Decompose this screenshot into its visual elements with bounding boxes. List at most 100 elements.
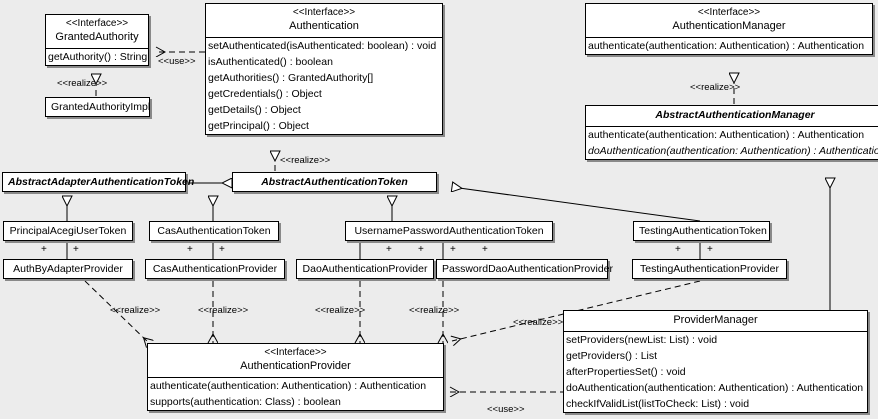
edge-label-realize-abstract-authentication-token: <<realize>> xyxy=(280,155,331,166)
class-authentication-provider[interactable]: <<Interface>> AuthenticationProvider aut… xyxy=(147,343,444,411)
class-header: <<Interface>> Authentication xyxy=(206,4,442,38)
class-member: setAuthenticated(isAuthenticated: boolea… xyxy=(208,40,437,52)
stereotype-label: <<Interface>> xyxy=(697,7,761,18)
class-name: GrantedAuthorityImpl xyxy=(51,101,151,113)
class-name: PasswordDaoAuthenticationProvider xyxy=(442,263,614,275)
edge-testingauthenticationprovider-realizes-authenticationprovider xyxy=(452,280,701,341)
class-members: getAuthority() : String xyxy=(46,49,148,65)
class-members: authenticate(authentication: Authenticat… xyxy=(148,378,443,410)
class-members: setAuthenticated(isAuthenticated: boolea… xyxy=(206,38,442,134)
class-member: isAuthenticated() : boolean xyxy=(208,56,333,68)
class-member: getAuthority() : String xyxy=(48,51,148,63)
class-name: Authentication xyxy=(289,20,359,32)
class-member: doAuthentication(authentication: Authent… xyxy=(588,145,878,157)
class-member: getPrincipal() : Object xyxy=(208,120,309,132)
class-name: CasAuthenticationProvider xyxy=(152,263,278,275)
class-password-dao-authentication-provider[interactable]: PasswordDaoAuthenticationProvider xyxy=(436,259,614,279)
edge-authbyadapterprovider-realizes-authenticationprovider xyxy=(84,280,150,344)
class-header: AbstractAuthenticationToken xyxy=(233,173,436,191)
edge-label-realize-auth-by-adapter-provider: <<realize>> xyxy=(110,305,161,316)
class-member: authenticate(authentication: Authenticat… xyxy=(588,40,865,52)
class-provider-manager[interactable]: ProviderManager setProviders(newList: Li… xyxy=(563,310,868,413)
class-name: DaoAuthenticationProvider xyxy=(302,263,428,275)
class-name: UsernamePasswordAuthenticationToken xyxy=(354,225,544,237)
class-name: CasAuthenticationToken xyxy=(157,225,271,237)
class-username-password-authentication-token[interactable]: UsernamePasswordAuthenticationToken xyxy=(345,221,553,241)
class-cas-authentication-provider[interactable]: CasAuthenticationProvider xyxy=(145,259,285,279)
class-header: AbstractAuthenticationManager xyxy=(586,106,878,127)
stereotype-label: <<Interface>> xyxy=(65,18,129,29)
class-header: ProviderManager xyxy=(564,311,867,332)
assoc-plus-marker: + xyxy=(675,244,681,255)
assoc-plus-marker: + xyxy=(418,244,424,255)
edge-testingauthenticationtoken-extends-abstractauthenticationtoken xyxy=(452,187,701,222)
edge-label-realize-testing-provider: <<realize>> xyxy=(513,317,564,328)
class-header: UsernamePasswordAuthenticationToken xyxy=(346,222,552,240)
class-name: ProviderManager xyxy=(673,314,758,326)
class-granted-authority-impl[interactable]: GrantedAuthorityImpl xyxy=(45,97,150,117)
class-auth-by-adapter-provider[interactable]: AuthByAdapterProvider xyxy=(3,259,133,279)
class-header: CasAuthenticationToken xyxy=(150,222,278,240)
edge-label-realize-dao-provider: <<realize>> xyxy=(315,305,366,316)
class-name: AuthenticationProvider xyxy=(240,360,351,372)
class-header: TestingAuthenticationToken xyxy=(634,222,769,240)
edge-label-realize-granted-authority-impl: <<realize>> xyxy=(57,78,108,89)
class-member: setProviders(newList: List) : void xyxy=(566,334,718,346)
class-member: getCredentials() : Object xyxy=(208,88,322,100)
class-granted-authority[interactable]: <<Interface>> GrantedAuthority getAuthor… xyxy=(45,14,149,66)
class-member: checkIfValidList(listToCheck: List) : vo… xyxy=(566,398,750,410)
class-testing-authentication-token[interactable]: TestingAuthenticationToken xyxy=(633,221,770,241)
class-header: DaoAuthenticationProvider xyxy=(297,260,433,278)
class-header: <<Interface>> AuthenticationProvider xyxy=(148,344,443,378)
assoc-plus-marker: + xyxy=(73,244,79,255)
edge-label-realize-password-dao-provider: <<realize>> xyxy=(409,305,460,316)
class-member: supports(authentication: Class) : boolea… xyxy=(150,396,341,408)
class-authentication-manager[interactable]: <<Interface>> AuthenticationManager auth… xyxy=(585,3,873,55)
stereotype-label: <<Interface>> xyxy=(292,7,356,18)
class-header: PrincipalAcegiUserToken xyxy=(4,222,132,240)
assoc-plus-marker: + xyxy=(41,244,47,255)
class-dao-authentication-provider[interactable]: DaoAuthenticationProvider xyxy=(296,259,434,279)
class-name: TestingAuthenticationToken xyxy=(639,225,767,237)
edge-label-realize-abstract-authentication-manager: <<realize>> xyxy=(690,82,741,93)
edge-label-use-granted-authority: <<use>> xyxy=(158,56,196,67)
assoc-plus-marker: + xyxy=(450,244,456,255)
class-member: getAuthorities() : GrantedAuthority[] xyxy=(208,72,374,84)
assoc-plus-marker: + xyxy=(707,244,713,255)
class-name: AbstractAuthenticationManager xyxy=(655,109,815,121)
assoc-plus-marker: + xyxy=(482,244,488,255)
class-header: <<Interface>> GrantedAuthority xyxy=(46,15,148,49)
class-member: getProviders() : List xyxy=(566,350,658,362)
class-header: GrantedAuthorityImpl xyxy=(46,98,151,116)
class-name: AbstractAuthenticationToken xyxy=(261,176,408,188)
class-member: doAuthentication(authentication: Authent… xyxy=(566,382,864,394)
class-header: CasAuthenticationProvider xyxy=(146,260,284,278)
assoc-plus-marker: + xyxy=(219,244,225,255)
class-header: PasswordDaoAuthenticationProvider xyxy=(437,260,614,278)
edge-label-realize-cas-provider: <<realize>> xyxy=(198,305,249,316)
class-name: AuthByAdapterProvider xyxy=(13,263,123,275)
class-name: AuthenticationManager xyxy=(672,20,786,32)
class-name: TestingAuthenticationProvider xyxy=(640,263,779,275)
class-principal-acegi-user-token[interactable]: PrincipalAcegiUserToken xyxy=(3,221,133,241)
class-members: setProviders(newList: List) : void getPr… xyxy=(564,332,867,412)
class-testing-authentication-provider[interactable]: TestingAuthenticationProvider xyxy=(632,259,787,279)
class-authentication[interactable]: <<Interface>> Authentication setAuthenti… xyxy=(205,3,443,135)
class-abstract-authentication-token[interactable]: AbstractAuthenticationToken xyxy=(232,172,437,192)
class-header: TestingAuthenticationProvider xyxy=(633,260,786,278)
class-member: getDetails() : Object xyxy=(208,104,301,116)
class-abstract-adapter-authentication-token[interactable]: AbstractAdapterAuthenticationToken xyxy=(2,172,194,192)
class-header: AbstractAdapterAuthenticationToken xyxy=(3,173,194,191)
class-header: AuthByAdapterProvider xyxy=(4,260,132,278)
class-members: authenticate(authentication: Authenticat… xyxy=(586,38,872,54)
class-member: authenticate(authentication: Authenticat… xyxy=(150,380,427,392)
class-header: <<Interface>> AuthenticationManager xyxy=(586,4,872,38)
class-abstract-authentication-manager[interactable]: AbstractAuthenticationManager authentica… xyxy=(585,105,878,160)
assoc-plus-marker: + xyxy=(187,244,193,255)
edge-label-use-provider-manager: <<use>> xyxy=(487,404,525,415)
class-cas-authentication-token[interactable]: CasAuthenticationToken xyxy=(149,221,279,241)
class-name: GrantedAuthority xyxy=(55,31,139,43)
assoc-plus-marker: + xyxy=(386,244,392,255)
